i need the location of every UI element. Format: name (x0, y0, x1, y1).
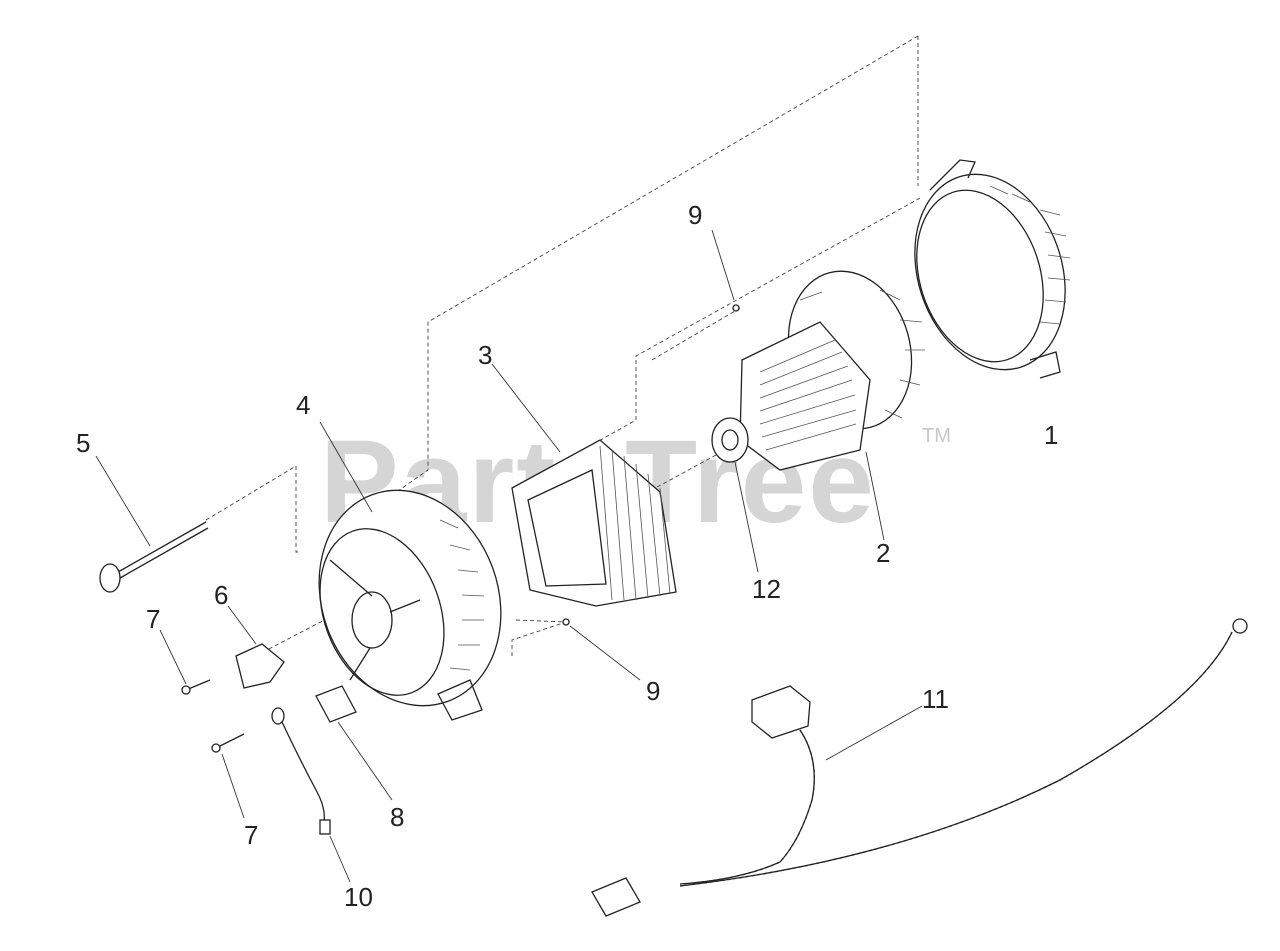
callout-2: 2 (876, 538, 890, 568)
watermark-trademark: TM (922, 425, 951, 447)
part-10-ground-wire (271, 707, 351, 883)
part-12-bearing (711, 417, 759, 573)
callout-7-lower: 7 (244, 820, 258, 850)
callout-6: 6 (214, 580, 228, 610)
part-7-screws (159, 629, 245, 819)
callout-12: 12 (752, 574, 781, 604)
callout-10: 10 (344, 882, 373, 912)
callout-11: 11 (922, 684, 949, 714)
callout-7-upper: 7 (146, 604, 160, 634)
part-1-rear-housing (914, 159, 1071, 379)
callout-5: 5 (76, 428, 90, 458)
callout-9-lower: 9 (646, 676, 660, 706)
callout-3: 3 (478, 340, 492, 370)
part-5-through-bolt (95, 455, 209, 593)
part-8-bracket (315, 685, 393, 801)
part-4-front-housing (318, 421, 502, 721)
part-11-wire-harness (591, 618, 1248, 917)
part-9-pins (562, 229, 740, 681)
part-2-rotor (739, 270, 925, 541)
callout-4: 4 (296, 390, 310, 420)
callout-9-upper: 9 (688, 200, 702, 230)
callout-1: 1 (1044, 420, 1058, 450)
part-3-stator (491, 363, 677, 607)
part-6-brush-holder (227, 605, 285, 689)
callout-labels: 1 2 3 4 5 6 7 7 8 9 9 10 11 12 (76, 200, 1058, 912)
callout-8: 8 (390, 802, 404, 832)
